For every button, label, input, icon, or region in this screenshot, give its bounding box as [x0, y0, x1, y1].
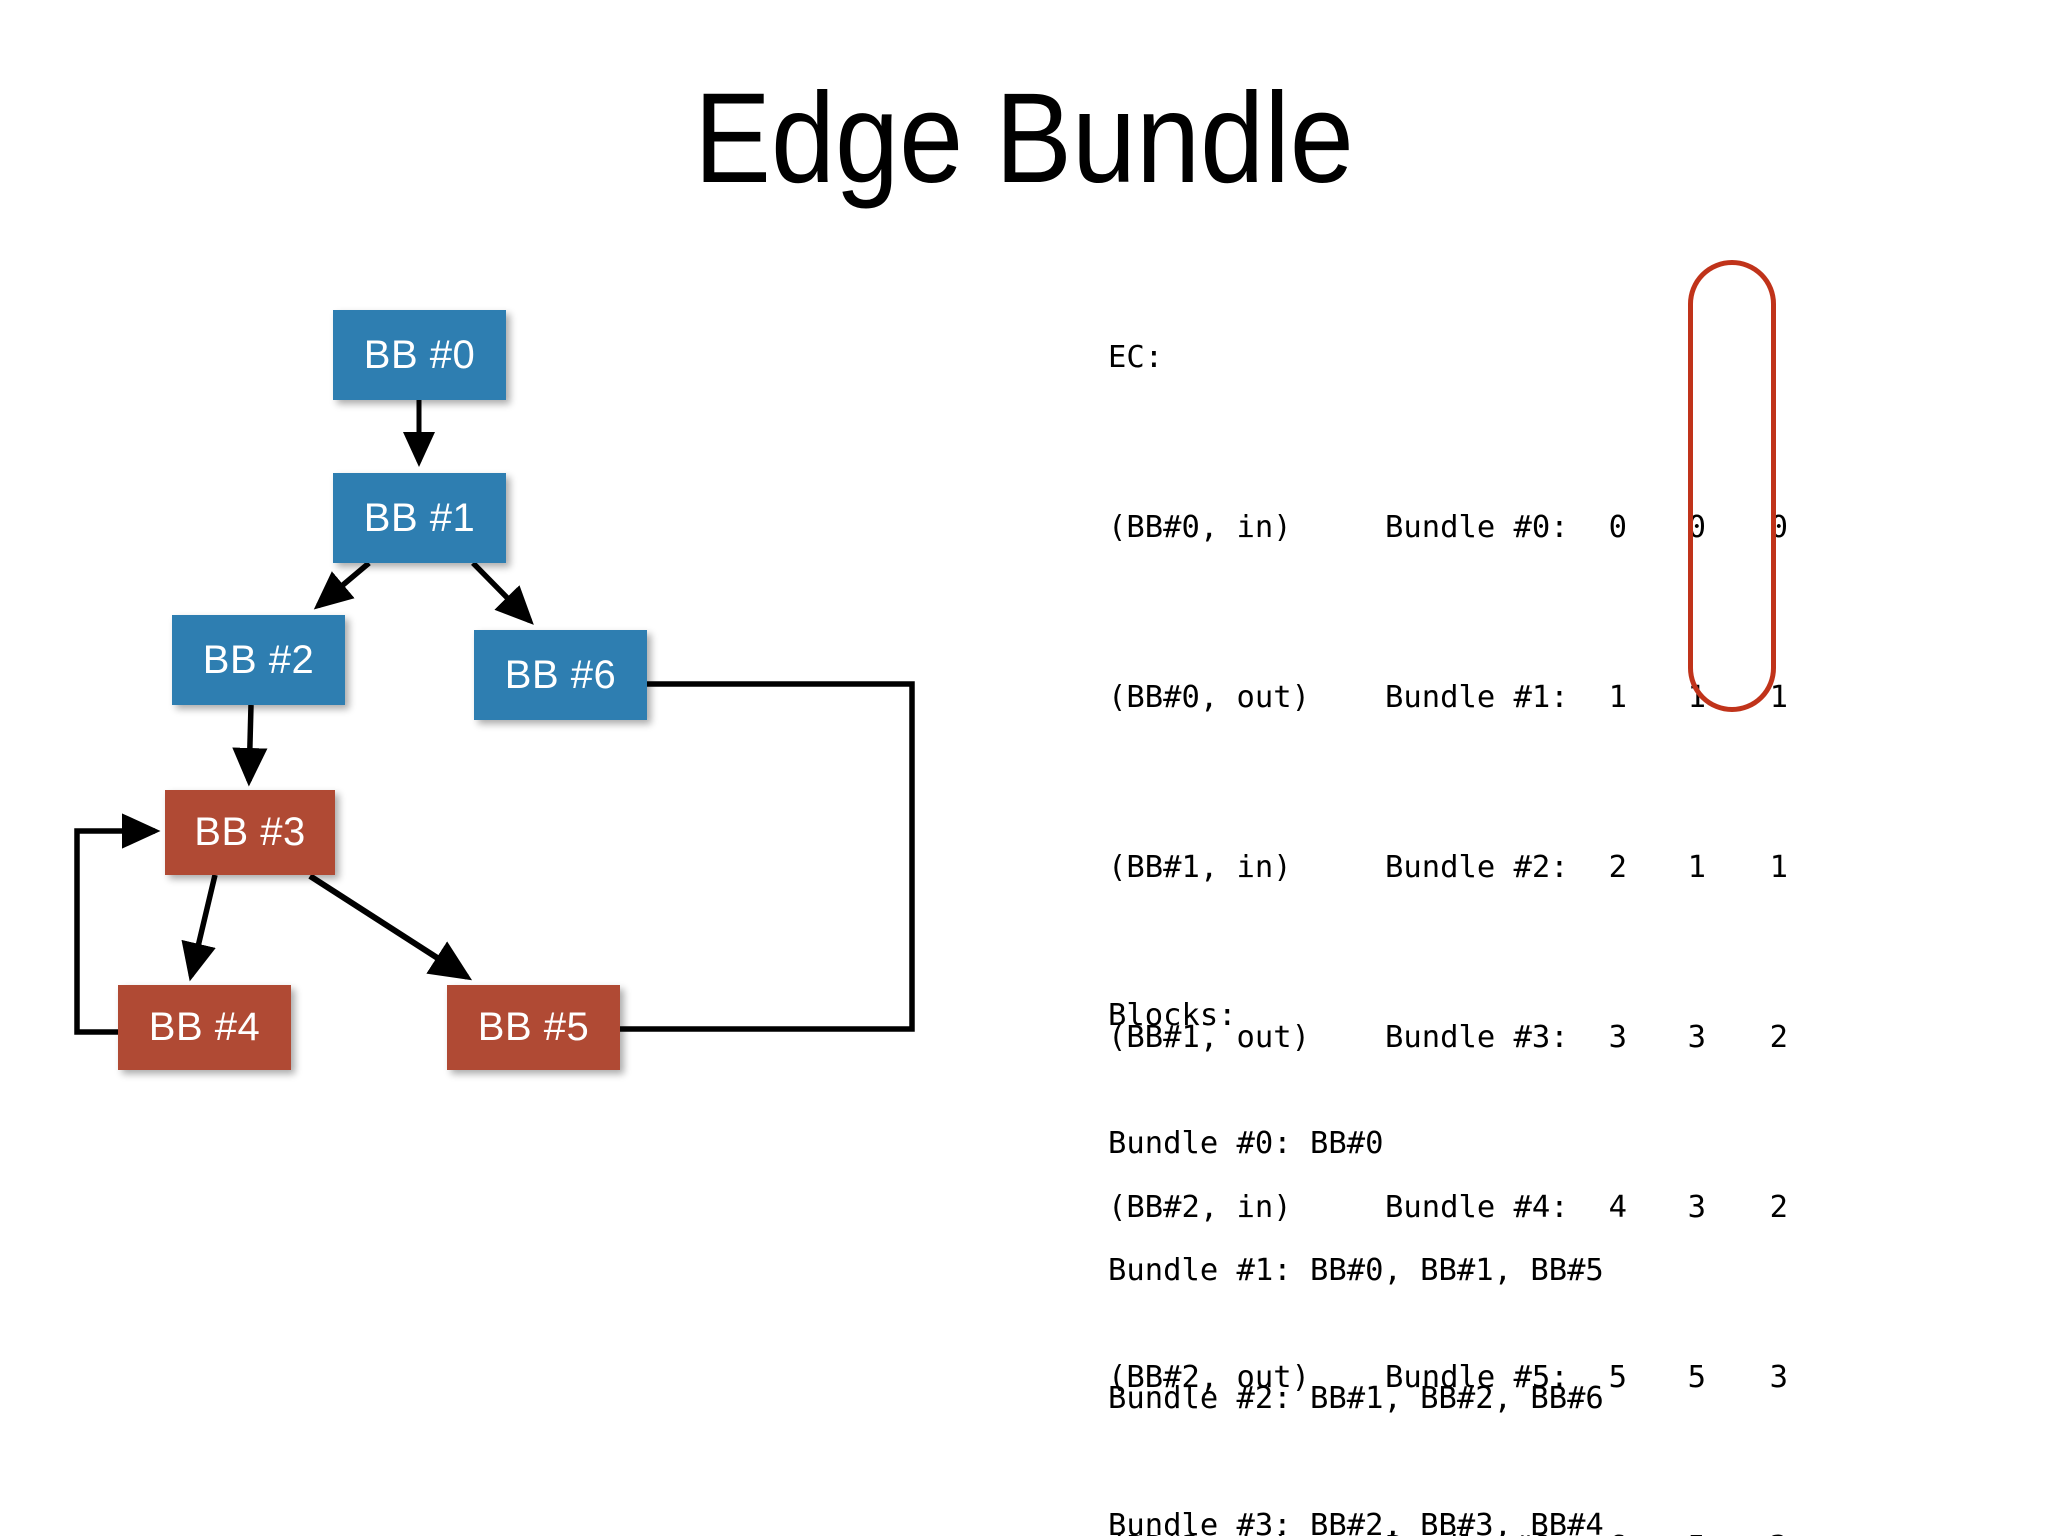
ec-col1-value: 0 — [1608, 510, 1627, 545]
edge-bb1-bb2 — [313, 560, 371, 610]
edge-bb2-bb3 — [232, 704, 268, 787]
ec-col3-value: 2 — [1769, 1020, 1788, 1055]
blocks-row: Bundle #3: BB#2, BB#3, BB#4 — [1108, 1508, 1604, 1536]
edge-bb3-bb5 — [308, 873, 473, 981]
cfg-node-label: BB #3 — [194, 810, 306, 854]
cfg-node-label: BB #6 — [504, 652, 617, 697]
ec-bundle-name: Bundle #2: — [1385, 850, 1587, 885]
blocks-heading: Blocks: — [1108, 998, 1237, 1033]
ec-col1-value: 3 — [1608, 1020, 1627, 1055]
ec-row: (BB#3, in) Bundle #6: 6 5 3 — [1108, 1527, 1788, 1536]
ec-col3-value: 1 — [1769, 850, 1788, 885]
ec-heading: EC: — [1108, 340, 1164, 375]
cfg-node-label: BB #4 — [148, 1005, 261, 1049]
ec-bundle-name: Bundle #6: — [1385, 1527, 1587, 1536]
ec-col2-value: 5 — [1666, 1527, 1706, 1536]
ec-row: (BB#0, out) Bundle #1: 1 1 1 — [1108, 677, 1788, 720]
cfg-node-bb2[interactable]: BB #2 — [172, 615, 345, 705]
cfg-node-label: BB #1 — [363, 495, 476, 540]
blocks-list: Blocks: Bundle #0: BB#0 Bundle #1: BB#0,… — [1108, 910, 1604, 1536]
ec-bundle-name: Bundle #4: — [1385, 1190, 1587, 1225]
ec-col2-value: 3 — [1687, 1020, 1706, 1055]
ec-col1-value: 6 — [1587, 1527, 1627, 1536]
ec-bundle-name: Bundle #0: — [1385, 510, 1587, 545]
blocks-row: Bundle #0: BB#0 — [1108, 1125, 1384, 1161]
ec-row: (BB#1, out) Bundle #3: 3 3 2 — [1108, 1017, 1788, 1060]
ec-row: (BB#0, in) Bundle #0: 0 0 0 — [1108, 507, 1788, 550]
highlight-capsule-column3 — [1688, 260, 1776, 712]
ec-col3-value: 2 — [1769, 1190, 1788, 1225]
edge-bb1-bb6 — [471, 561, 534, 625]
cfg-node-label: BB #0 — [363, 332, 476, 377]
ec-edge-label: (BB#2, out) — [1108, 1360, 1310, 1395]
cfg-node-bb3[interactable]: BB #3 — [165, 790, 335, 875]
ec-edge-label: (BB#0, in) — [1108, 510, 1310, 545]
ec-bundle-name: Bundle #1: — [1385, 680, 1587, 715]
cfg-node-label: BB #5 — [477, 1005, 590, 1049]
ec-col1-value: 1 — [1608, 680, 1627, 715]
ec-edge-label: (BB#3, in) — [1108, 1527, 1310, 1536]
cfg-node-bb4[interactable]: BB #4 — [118, 985, 291, 1070]
ec-col1-value: 5 — [1608, 1360, 1627, 1395]
edge-bb5-bb1-loop — [511, 666, 915, 1032]
cfg-node-bb6[interactable]: BB #6 — [474, 630, 647, 720]
ec-bundle-name: Bundle #5: — [1385, 1360, 1587, 1395]
ec-col3-value: 3 — [1748, 1527, 1788, 1536]
page-title: Edge Bundle — [694, 67, 1354, 210]
cfg-node-bb5[interactable]: BB #5 — [447, 985, 620, 1070]
ec-bundle-name: Bundle #3: — [1385, 1020, 1587, 1055]
ec-edge-label: (BB#1, out) — [1108, 1020, 1310, 1055]
ec-edge-label: (BB#0, out) — [1108, 680, 1310, 715]
ec-row: (BB#1, in) Bundle #2: 2 1 1 — [1108, 847, 1788, 890]
cfg-edge-layer — [74, 400, 915, 1035]
ec-edge-label: (BB#2, in) — [1108, 1190, 1310, 1225]
ec-col2-value: 1 — [1687, 850, 1706, 885]
control-flow-graph: BB #0 BB #1 BB #2 BB #6 BB #3 BB #4 BB #… — [0, 0, 1020, 1536]
ec-col2-value: 3 — [1687, 1190, 1706, 1225]
ec-row: (BB#2, in) Bundle #4: 4 3 2 — [1108, 1187, 1788, 1230]
ec-col3-value: 1 — [1769, 680, 1788, 715]
cfg-node-bb1[interactable]: BB #1 — [333, 473, 506, 563]
blocks-row: Bundle #1: BB#0, BB#1, BB#5 — [1108, 1253, 1604, 1288]
ec-col2-value: 5 — [1687, 1360, 1706, 1395]
blocks-row: Bundle #2: BB#1, BB#2, BB#6 — [1108, 1380, 1604, 1416]
ec-col3-value: 3 — [1769, 1360, 1788, 1395]
ec-row: (BB#2, out) Bundle #5: 5 5 3 — [1108, 1357, 1788, 1400]
edge-bb3-bb4 — [181, 874, 218, 982]
ec-col1-value: 2 — [1608, 850, 1627, 885]
ec-col1-value: 4 — [1608, 1190, 1627, 1225]
ec-edge-label: (BB#1, in) — [1108, 850, 1310, 885]
cfg-node-bb0[interactable]: BB #0 — [333, 310, 506, 400]
cfg-node-label: BB #2 — [202, 637, 315, 682]
